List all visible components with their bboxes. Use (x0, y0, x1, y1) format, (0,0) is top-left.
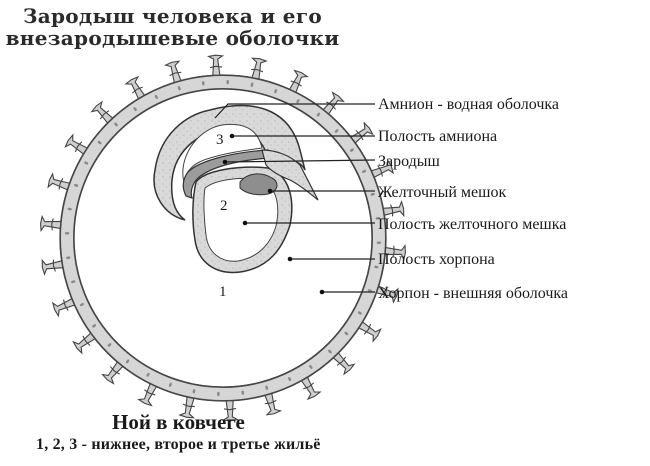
label-chorion: Хорпон - внешняя оболочка (378, 285, 568, 302)
caption-sub: 1, 2, 3 - нижнее, второе и третье жильё (36, 436, 321, 453)
texture-mark (84, 161, 89, 165)
texture-mark (74, 183, 79, 187)
villus (72, 332, 96, 355)
chorion-inner-texture (64, 79, 382, 397)
texture-mark (168, 382, 172, 387)
texture-mark (71, 280, 76, 284)
texture-mark (107, 343, 112, 347)
texture-mark (64, 232, 70, 235)
label-yolk-sac-cavity: Полость желточного мешка (378, 216, 567, 233)
texture-mark (357, 311, 362, 315)
leader-line (214, 103, 375, 119)
texture-mark (114, 122, 118, 127)
leader-dot (287, 256, 293, 262)
texture-mark (67, 207, 72, 211)
texture-mark (370, 192, 375, 196)
texture-mark (97, 140, 102, 145)
villus (40, 214, 62, 233)
label-chorionic-cavity: Полость хорпона (378, 251, 495, 268)
texture-mark (361, 169, 367, 173)
villus (101, 361, 124, 385)
texture-mark (274, 89, 278, 94)
texture-mark (334, 129, 339, 133)
villus (90, 100, 114, 124)
label-amniotic-cavity: Полость амниона (378, 128, 498, 145)
villus (221, 400, 240, 422)
leader-dot (319, 289, 325, 295)
leader-dot (222, 159, 228, 165)
leader-dot (267, 188, 273, 194)
villus (322, 91, 345, 115)
villus (300, 376, 322, 401)
caption-main: Ной в ковчеге (112, 410, 245, 434)
texture-mark (309, 364, 313, 369)
number-3: 3 (216, 132, 224, 148)
villus (41, 258, 64, 276)
embryo (182, 149, 271, 199)
texture-mark (376, 241, 382, 244)
texture-mark (217, 391, 220, 397)
texture-mark (192, 389, 196, 394)
texture-mark (125, 359, 130, 364)
number-2: 2 (220, 198, 228, 214)
label-yolk-sac: Желточный мешок (378, 184, 507, 201)
texture-mark (146, 372, 150, 377)
yolk-stalk-blob (239, 173, 278, 196)
villus (64, 133, 88, 155)
texture-mark (250, 82, 254, 87)
texture-mark (349, 148, 354, 152)
chorion (40, 54, 406, 422)
texture-mark (66, 256, 71, 260)
texture-mark (344, 331, 349, 336)
texture-mark (177, 86, 181, 91)
villus (350, 121, 374, 144)
texture-mark (296, 99, 300, 104)
villus (124, 75, 146, 100)
villus (47, 172, 71, 191)
villus (250, 57, 268, 80)
villus (382, 200, 405, 218)
chorionic-villi (40, 54, 406, 422)
texture-mark (367, 289, 372, 293)
texture-mark (133, 107, 137, 112)
texture-mark (226, 79, 229, 85)
villus (51, 297, 76, 318)
villus (370, 158, 395, 179)
villus (206, 54, 225, 76)
texture-mark (288, 376, 292, 382)
body-stalk (261, 149, 319, 201)
leader-lines (214, 103, 376, 295)
texture-mark (374, 265, 379, 269)
leader-dot (229, 133, 235, 139)
texture-mark (154, 94, 158, 100)
texture-mark (92, 324, 97, 328)
villus (137, 383, 158, 407)
villus (178, 396, 196, 419)
texture-mark (328, 349, 332, 354)
texture-mark (201, 81, 205, 86)
villus (332, 352, 356, 376)
villus (264, 392, 283, 416)
leader-line (224, 159, 376, 163)
villus (384, 243, 406, 262)
label-amnion: Амнион - водная оболочка (378, 96, 560, 113)
texture-mark (241, 390, 245, 395)
villus (358, 321, 382, 343)
title-line-2: внезародышевые оболочки (5, 26, 340, 50)
texture-mark (375, 216, 380, 220)
texture-mark (265, 385, 269, 390)
title-line-1: Зародыш человека и его (22, 4, 323, 28)
texture-mark (79, 303, 85, 307)
villus (163, 60, 182, 84)
villus (375, 285, 399, 304)
villus (288, 69, 309, 93)
texture-mark (316, 112, 321, 117)
number-1: 1 (219, 284, 227, 300)
leader-dot (242, 220, 248, 226)
label-embryo: Зародыш (378, 153, 440, 170)
